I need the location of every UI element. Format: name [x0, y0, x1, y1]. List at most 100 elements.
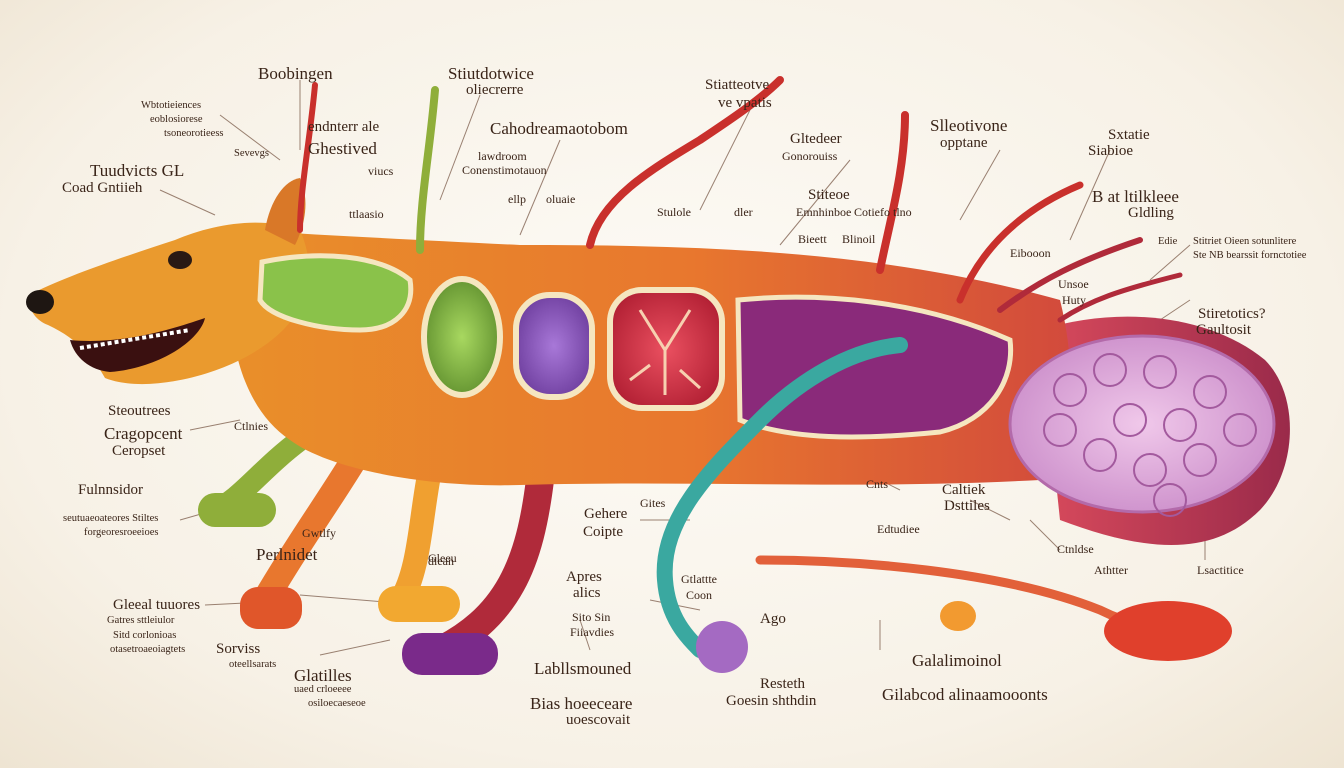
label-top-7: lawdroom [478, 149, 527, 163]
label-lm-7: dlean [428, 554, 454, 568]
label-ul-5: Tuudvicts GL [90, 161, 185, 180]
lilac-folds [1043, 353, 1257, 517]
organ-orange-node [940, 601, 976, 631]
label-mid-2: dler [734, 205, 753, 219]
label-left-16: Glatilles [294, 666, 352, 685]
label-top-15: Sxtatie [1108, 127, 1150, 143]
label-ul-1: Wbtotieiences [141, 100, 202, 111]
label-lr-1: Cnts [866, 477, 889, 491]
label-left-14: Sorviss [216, 641, 261, 657]
label-lm-17: Goesin shthdin [726, 693, 817, 709]
label-left-4: Ctlnies [234, 419, 269, 433]
label-lm-10: Gtlattte [681, 572, 717, 586]
red-chamber-veins [629, 309, 702, 395]
label-lm-15: uoescovait [566, 712, 631, 728]
label-mid-7: Blinoil [842, 232, 876, 246]
label-lm-13: Labllsmouned [534, 659, 632, 678]
label-left-15: oteellsarats [229, 659, 277, 670]
label-lr-7: Lsactitice [1197, 563, 1244, 577]
label-left-10: Gleeal tuuores [113, 597, 201, 613]
label-left-12: Sitd corlonioas [113, 630, 177, 641]
label-ul-3: tsoneorotieess [164, 128, 224, 139]
label-lm-2: Gites [640, 496, 666, 510]
label-ul-4: Sevevgs [234, 148, 269, 159]
label-top-9: endnterr ale [308, 119, 380, 135]
label-left-11: Gatres sttleiulor [107, 615, 175, 626]
vessel-teal [656, 337, 908, 658]
organ-purple-node [696, 621, 748, 673]
label-left-18: osiloecaeseoe [308, 698, 366, 709]
label-left-8: Gwtlfy [302, 526, 336, 540]
label-mid-8: B at ltilkleee [1092, 187, 1179, 206]
paw-orange [240, 587, 302, 629]
label-lr-8: Galalimoinol [912, 651, 1002, 670]
organ-lilac-mass [1008, 334, 1276, 514]
label-mid-6: Bieett [798, 232, 827, 246]
label-mid-17: Gaultosit [1196, 322, 1251, 338]
organ-purple-chamber [513, 292, 595, 400]
organ-red-lobe [1104, 601, 1232, 661]
label-mid-5: Cotiefo tlno [854, 205, 912, 219]
label-top-12: Gonorouiss [782, 149, 838, 163]
organ-kidney-green [421, 276, 503, 398]
label-ul-2: eoblosiorese [150, 114, 203, 125]
label-lm-9: Fiiavdies [570, 625, 614, 639]
paw-green [198, 493, 276, 527]
label-lm-12: Ago [760, 611, 786, 627]
label-left-6: seutuaeoateores Stiltes [63, 513, 159, 524]
label-mid-3: Stiteoe [808, 187, 850, 203]
label-left-13: otasetroaeoiagtets [110, 644, 186, 655]
label-mid-4: Emnhinboe [796, 205, 852, 219]
label-left-9: Perlnidet [256, 545, 318, 564]
label-mid-12: Huty [1062, 293, 1086, 307]
label-left-2: Cragopcent [104, 424, 183, 443]
label-lr-5: Ctnldse [1057, 542, 1094, 556]
label-lm-6: alics [573, 585, 601, 601]
label-top-14: opptane [940, 135, 988, 151]
label-top-8: Conenstimotauon [462, 163, 547, 177]
label-ul-7: viucs [368, 164, 394, 178]
organ-stomach-green [257, 253, 414, 333]
label-mid-14: Stitriet Oieen sotunlitere [1193, 236, 1297, 247]
label-lm-3: Coipte [583, 524, 623, 540]
label-top-13: Slleotivone [930, 116, 1008, 135]
label-lr-9: Gilabcod alinaamooonts [882, 685, 1048, 704]
paw-purple [402, 633, 498, 675]
label-left-5: Fulnnsidor [78, 482, 144, 498]
label-mid-1: Stulole [657, 205, 692, 219]
label-top-5: ve vpatis [718, 95, 772, 111]
label-left-1: Steoutrees [108, 403, 171, 419]
label-top-1: Boobingen [258, 64, 333, 83]
label-top-16: Siabioe [1088, 143, 1133, 159]
label-left-17: uaed crloeeee [294, 684, 352, 695]
label-top-3: oliecrerre [466, 82, 524, 98]
label-left-7: forgeoresroeeioes [84, 527, 159, 538]
dog-head [26, 178, 310, 385]
label-lm-8: Sito Sin [572, 610, 611, 624]
label-lr-2: Caltiek [942, 482, 986, 498]
label-lm-14: Bias hoeeceare [530, 694, 633, 713]
label-mid-9: Gldling [1128, 205, 1174, 221]
label-mid-10: Eibooon [1010, 246, 1051, 260]
label-lr-6: Athtter [1094, 563, 1128, 577]
label-lm-11: Coon [686, 588, 713, 602]
label-top-2: Stiutdotwice [448, 64, 534, 83]
vessels-top [297, 76, 1183, 323]
label-lm-1: Gehere [584, 506, 628, 522]
label-top-6: Cahodreamaotobom [490, 119, 628, 138]
label-top-11: Gltedeer [790, 131, 842, 147]
label-ul-10: oluaie [546, 192, 576, 206]
label-top-10: Ghestived [308, 139, 377, 158]
paw-gold [378, 586, 460, 622]
label-lm-4: Gleeu [428, 551, 457, 565]
label-lm-16: Resteth [760, 676, 805, 692]
label-lr-3: Dsttiles [944, 498, 990, 514]
organ-magenta-intestine [735, 294, 1014, 440]
label-mid-15: Ste NB bearssit fornctotiee [1193, 250, 1307, 261]
label-lm-5: Apres [566, 569, 602, 585]
label-mid-13: Edie [1158, 236, 1178, 247]
label-ul-8: ttlaasio [349, 207, 384, 221]
label-left-3: Ceropset [112, 443, 166, 459]
label-ul-9: ellp [508, 192, 526, 206]
